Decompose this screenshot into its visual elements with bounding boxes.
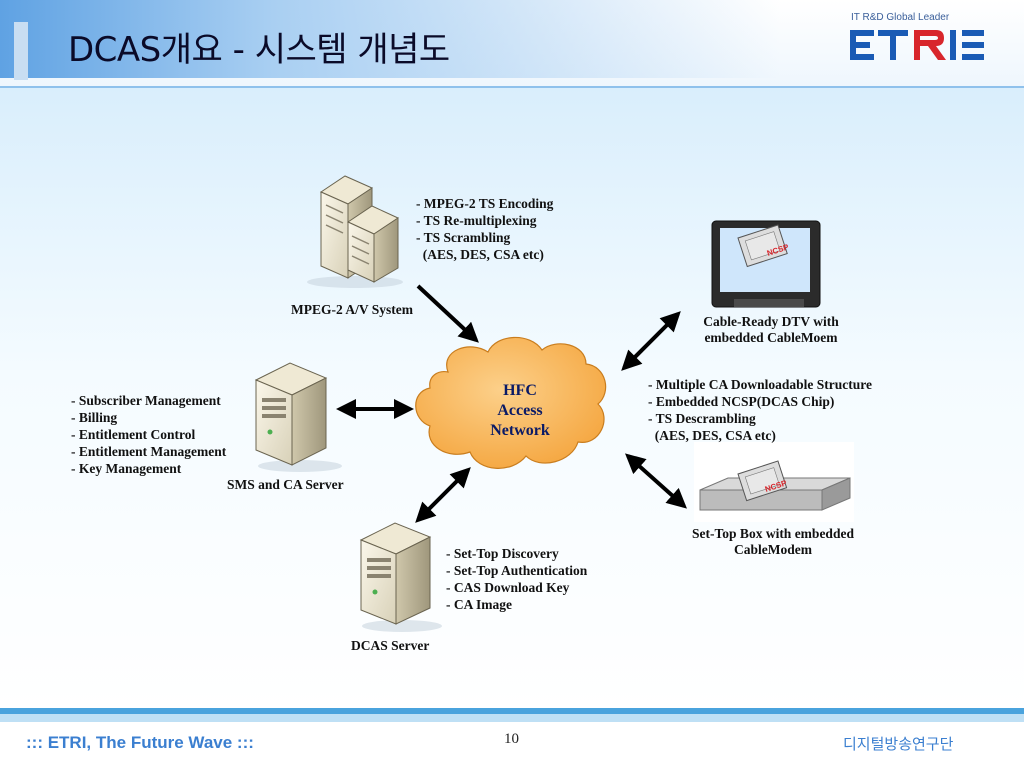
footer-bar-light — [0, 714, 1024, 722]
sms-feature-3: - Entitlement Control — [71, 427, 196, 442]
stb-label-line-1: Set-Top Box with embedded — [692, 526, 854, 541]
header-divider — [0, 86, 1024, 88]
mpeg-label: MPEG-2 A/V System — [291, 302, 413, 317]
mpeg-av-system-icon — [307, 175, 403, 288]
client-feature-1: - Multiple CA Downloadable Structure — [648, 377, 873, 392]
header-accent-bar — [14, 22, 28, 80]
arrow-dcas-hfc — [415, 467, 471, 523]
dcas-feature-list: - Set-Top Discovery - Set-Top Authentica… — [446, 545, 587, 613]
stb-label: Set-Top Box with embedded CableModem — [668, 526, 878, 558]
mpeg-feature-4: (AES, DES, CSA etc) — [416, 247, 544, 262]
hfc-label: HFC Access Network — [455, 381, 585, 441]
slide-title: DCAS개요 - 시스템 개념도 — [68, 30, 450, 70]
etri-logo — [850, 30, 984, 60]
arrow-hfc-dtv — [621, 311, 681, 371]
sms-feature-1: - Subscriber Management — [71, 393, 221, 408]
arrow-mpeg-to-hfc — [416, 284, 479, 343]
client-feature-4: (AES, DES, CSA etc) — [648, 428, 776, 443]
mpeg-feature-list: - MPEG-2 TS Encoding - TS Re-multiplexin… — [416, 195, 553, 263]
dcas-label: DCAS Server — [351, 638, 430, 653]
dtv-label-line-2: embedded CableMoem — [704, 330, 838, 345]
sms-feature-list: - Subscriber Management - Billing - Enti… — [71, 392, 226, 477]
set-top-box-icon: NCSP — [694, 442, 854, 522]
arrow-hfc-stb — [625, 453, 687, 509]
mpeg-feature-2: - TS Re-multiplexing — [416, 213, 537, 228]
tagline: IT R&D Global Leader — [851, 12, 950, 23]
footer-bar — [0, 708, 1024, 714]
cable-ready-dtv-icon: NCSP — [711, 220, 821, 308]
mpeg-feature-1: - MPEG-2 TS Encoding — [416, 196, 554, 211]
dtv-label: Cable-Ready DTV with embedded CableMoem — [676, 314, 866, 346]
header-stripe — [0, 0, 780, 78]
hfc-cloud — [415, 336, 607, 469]
hfc-line-2: Access — [497, 402, 543, 419]
mpeg-feature-3: - TS Scrambling — [416, 230, 511, 245]
page-number: 10 — [504, 731, 519, 747]
hfc-line-3: Network — [490, 422, 550, 439]
sms-ca-server-icon — [254, 362, 342, 472]
dtv-label-line-1: Cable-Ready DTV with — [703, 314, 839, 329]
sms-feature-4: - Entitlement Management — [71, 444, 227, 459]
footer-org: 디지털방송연구단 — [843, 735, 954, 753]
hfc-line-1: HFC — [503, 382, 537, 399]
stb-label-line-2: CableModem — [734, 542, 812, 557]
footer-slogan: ::: ETRI, The Future Wave ::: — [26, 733, 254, 752]
dcas-feature-1: - Set-Top Discovery — [446, 546, 559, 561]
dcas-feature-2: - Set-Top Authentication — [446, 563, 588, 578]
sms-feature-2: - Billing — [71, 410, 118, 425]
dcas-server-icon — [359, 522, 442, 632]
client-feature-list: - Multiple CA Downloadable Structure - E… — [648, 376, 872, 444]
client-feature-3: - TS Descrambling — [648, 411, 756, 426]
dcas-feature-4: - CA Image — [446, 597, 512, 612]
dcas-feature-3: - CAS Download Key — [446, 580, 570, 595]
sms-label: SMS and CA Server — [227, 477, 344, 492]
client-feature-2: - Embedded NCSP(DCAS Chip) — [648, 394, 835, 409]
sms-feature-5: - Key Management — [71, 461, 182, 476]
